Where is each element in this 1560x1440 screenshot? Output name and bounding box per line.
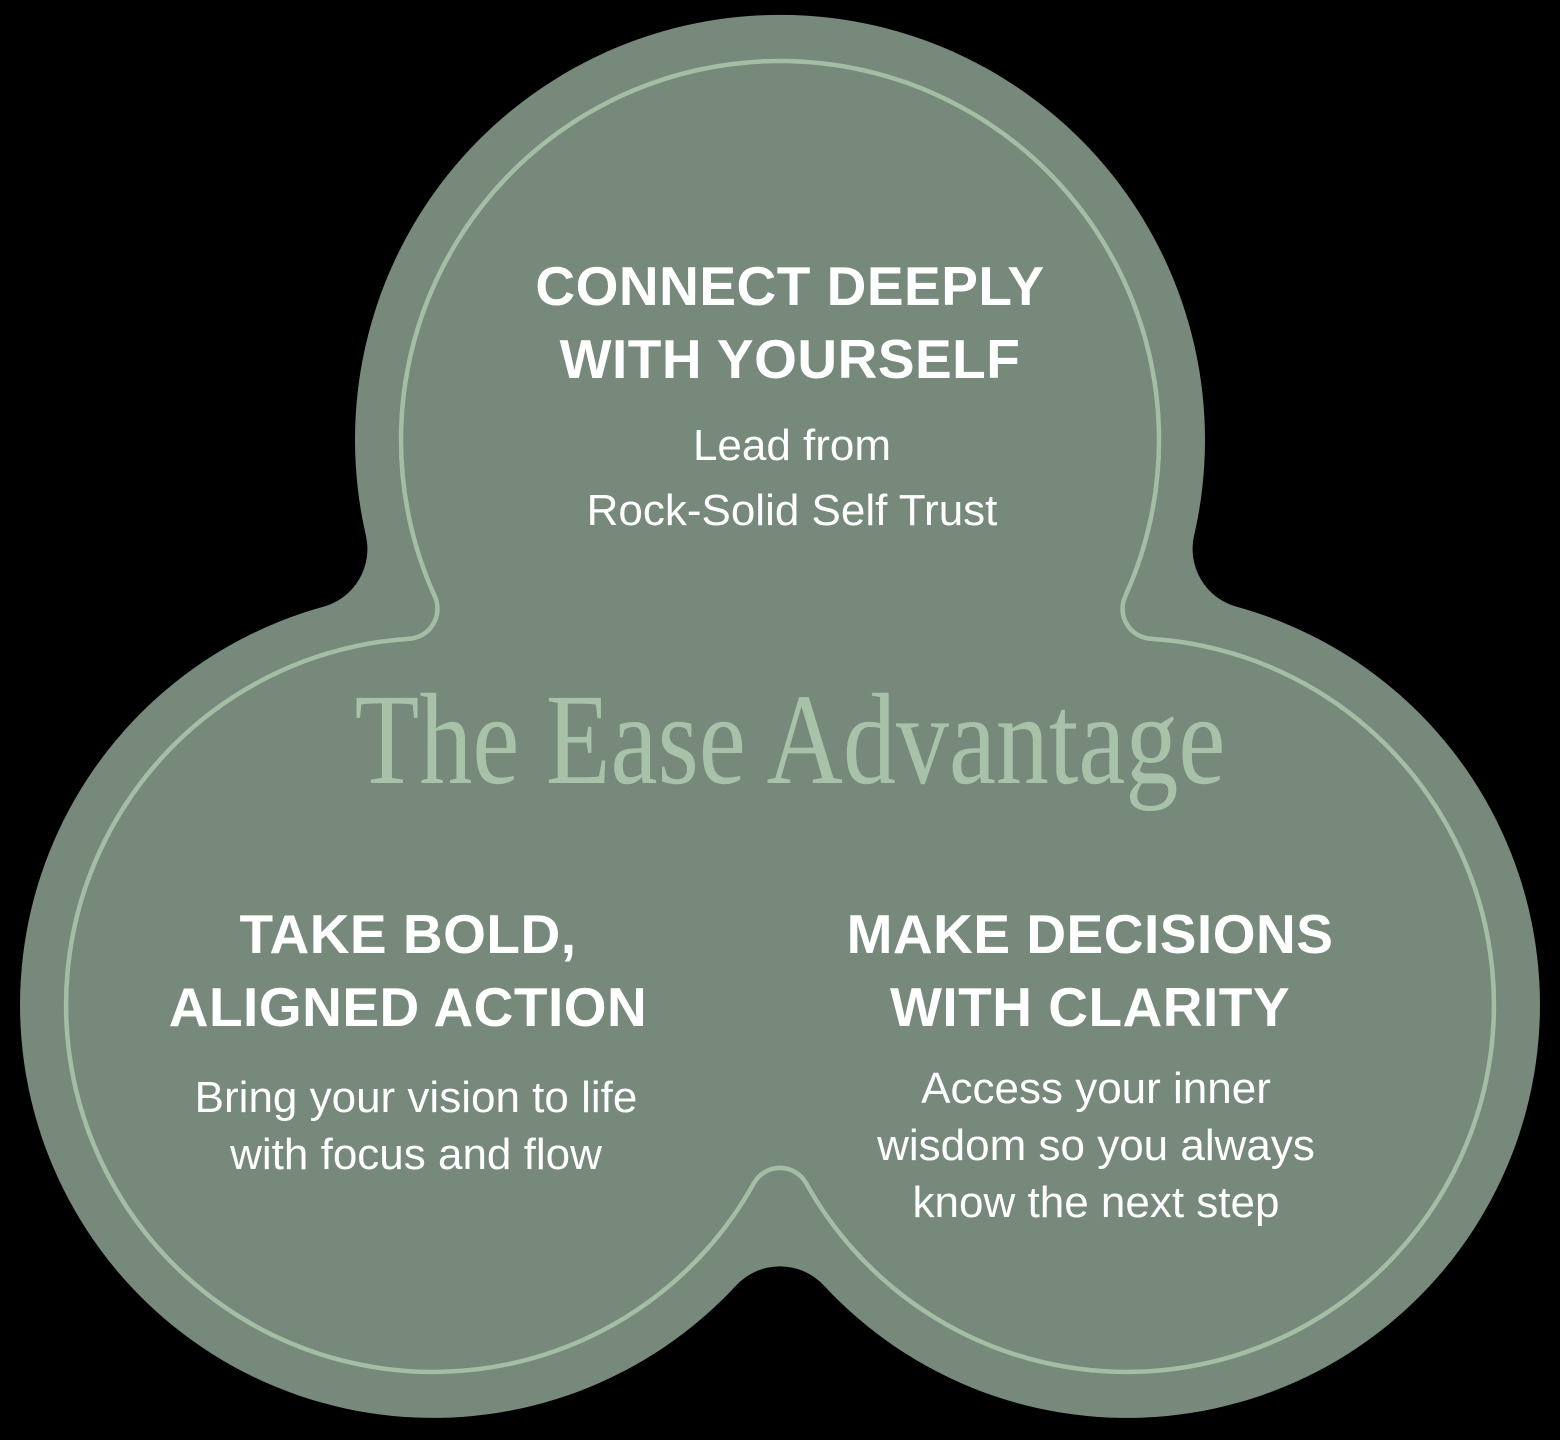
top-body-line-2: Rock-Solid Self Trust	[586, 486, 998, 535]
trefoil-shape	[20, 14, 1540, 1418]
top-heading-line-1: CONNECT DEEPLY	[535, 255, 1045, 317]
left-heading-line-2: ALIGNED ACTION	[168, 976, 648, 1038]
right-heading-line-2: WITH CLARITY	[889, 976, 1291, 1038]
right-body-line-1: Access your inner	[921, 1064, 1271, 1113]
left-body-line-2: with focus and flow	[230, 1130, 602, 1179]
left-heading-line-1: TAKE BOLD,	[239, 903, 577, 965]
right-heading-line-1: MAKE DECISIONS	[846, 903, 1334, 965]
right-body-line-2: wisdom so you always	[877, 1121, 1315, 1170]
top-section-heading: CONNECT DEEPLY WITH YOURSELF	[535, 250, 1044, 396]
diagram-title: The Ease Advantage	[354, 668, 1226, 812]
left-section-body: Bring your vision to life with focus and…	[195, 1069, 638, 1183]
right-section-body: Access your inner wisdom so you always k…	[877, 1060, 1315, 1231]
right-body-line-3: know the next step	[912, 1178, 1280, 1227]
top-heading-line-2: WITH YOURSELF	[559, 328, 1021, 390]
right-section-heading: MAKE DECISIONS WITH CLARITY	[847, 898, 1334, 1044]
top-section-body: Lead from Rock-Solid Self Trust	[587, 413, 998, 543]
left-body-line-1: Bring your vision to life	[194, 1073, 638, 1122]
left-section-heading: TAKE BOLD, ALIGNED ACTION	[169, 898, 648, 1044]
top-body-line-1: Lead from	[692, 421, 892, 470]
trefoil-inner-outline	[63, 58, 1497, 1375]
